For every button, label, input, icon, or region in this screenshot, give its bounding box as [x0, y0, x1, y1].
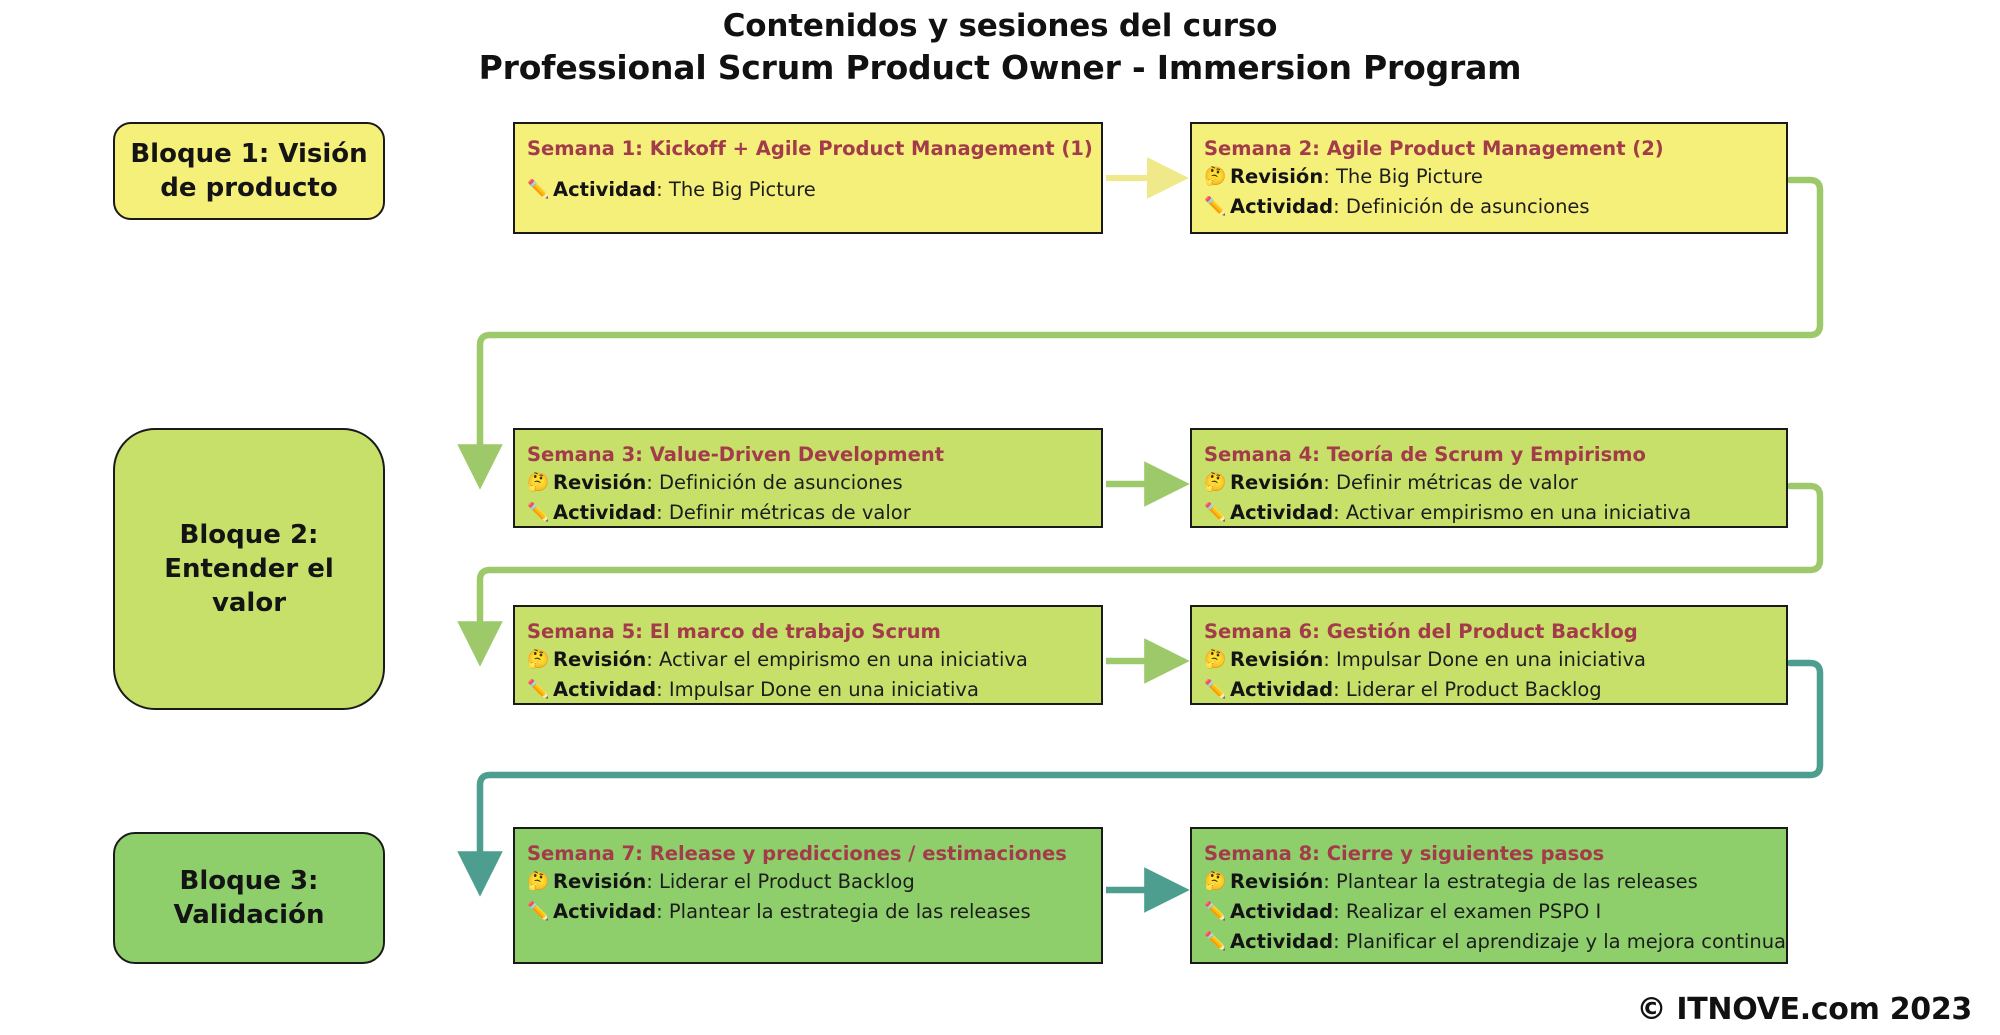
block-2-line-1: Bloque 2:: [179, 519, 319, 550]
pencil-icon: ✏️: [1204, 679, 1227, 701]
pencil-icon: ✏️: [527, 901, 550, 923]
week-title: Semana 3: Value-Driven Development: [527, 443, 945, 466]
week-title: Semana 5: El marco de trabajo Scrum: [527, 620, 941, 643]
line-text: : The Big Picture: [1323, 165, 1483, 189]
line-text: : Impulsar Done en una iniciativa: [1323, 648, 1646, 672]
block-2-line-2: Entender el: [164, 553, 334, 584]
thinking-face-icon: 🤔: [1204, 649, 1227, 671]
line-text: : Planificar el aprendizaje y la mejora …: [1333, 930, 1787, 954]
week-title: Semana 2: Agile Product Management (2): [1204, 137, 1664, 160]
week-line: ✏️ Actividad: Plantear la estrategia de …: [527, 899, 1089, 926]
block-3-line-1: Bloque 3:: [179, 865, 319, 896]
line-label: Actividad: [1230, 900, 1334, 924]
block-1-line-1: Bloque 1: Visión: [130, 138, 368, 169]
block-1-line-2: de producto: [160, 173, 338, 203]
week-line: ✏️ Actividad: The Big Picture: [527, 177, 1089, 204]
week-title: Semana 8: Cierre y siguientes pasos: [1204, 842, 1605, 865]
line-label: Revisión: [553, 471, 647, 495]
week-card-semana-4[interactable]: Semana 4: Teoría de Scrum y Empirismo 🤔 …: [1190, 428, 1788, 528]
pencil-icon: ✏️: [1204, 196, 1227, 218]
title-line-2: Professional Scrum Product Owner - Immer…: [478, 48, 1522, 87]
thinking-face-icon: 🤔: [1204, 871, 1227, 893]
week-title: Semana 4: Teoría de Scrum y Empirismo: [1204, 443, 1646, 466]
pencil-icon: ✏️: [527, 179, 550, 201]
line-label: Revisión: [1230, 165, 1324, 189]
line-label: Revisión: [1230, 648, 1324, 672]
line-text: : Realizar el examen PSPO I: [1333, 900, 1602, 924]
week-line: 🤔 Revisión: The Big Picture: [1204, 164, 1774, 191]
line-label: Actividad: [553, 501, 657, 525]
line-text: : Impulsar Done en una iniciativa: [656, 678, 979, 702]
line-label: Actividad: [1230, 501, 1334, 525]
thinking-face-icon: 🤔: [527, 472, 550, 494]
thinking-face-icon: 🤔: [527, 871, 550, 893]
line-label: Revisión: [1230, 870, 1324, 894]
week-line: ✏️ Actividad: Impulsar Done en una inici…: [527, 677, 1089, 704]
week-card-semana-8[interactable]: Semana 8: Cierre y siguientes pasos 🤔 Re…: [1190, 827, 1788, 964]
thinking-face-icon: 🤔: [1204, 166, 1227, 188]
week-line: ✏️ Actividad: Planificar el aprendizaje …: [1204, 929, 1786, 956]
week-line: 🤔 Revisión: Activar el empirismo en una …: [527, 647, 1089, 674]
line-text: : Definición de asunciones: [646, 471, 903, 495]
line-text: : Liderar el Product Backlog: [1333, 678, 1602, 702]
block-2-line-3: valor: [211, 588, 287, 619]
pencil-icon: ✏️: [527, 679, 550, 701]
week-line: 🤔 Revisión: Definición de asunciones: [527, 470, 1089, 497]
pencil-icon: ✏️: [1204, 901, 1227, 923]
week-title: Semana 6: Gestión del Product Backlog: [1204, 620, 1638, 643]
week-title: Semana 1: Kickoff + Agile Product Manage…: [527, 137, 1093, 160]
week-card-semana-1[interactable]: Semana 1: Kickoff + Agile Product Manage…: [513, 122, 1103, 234]
week-line: 🤔 Revisión: Liderar el Product Backlog: [527, 869, 1089, 896]
block-label-3: Bloque 3: Validación: [113, 832, 385, 964]
week-card-semana-2[interactable]: Semana 2: Agile Product Management (2) 🤔…: [1190, 122, 1788, 234]
block-label-1: Bloque 1: Visión de producto: [113, 122, 385, 220]
line-text: : Liderar el Product Backlog: [646, 870, 915, 894]
line-text: : Definir métricas de valor: [656, 501, 911, 525]
line-label: Actividad: [1230, 195, 1334, 219]
line-label: Actividad: [553, 900, 657, 924]
line-text: : Definición de asunciones: [1333, 195, 1590, 219]
line-text: : Activar empirismo en una iniciativa: [1333, 501, 1692, 525]
week-line: ✏️ Actividad: Definición de asunciones: [1204, 194, 1774, 221]
week-line: ✏️ Actividad: Realizar el examen PSPO I: [1204, 899, 1774, 926]
block-3-line-2: Validación: [173, 900, 325, 930]
thinking-face-icon: 🤔: [1204, 472, 1227, 494]
line-label: Actividad: [1230, 930, 1334, 954]
week-card-semana-5[interactable]: Semana 5: El marco de trabajo Scrum 🤔 Re…: [513, 605, 1103, 705]
pencil-icon: ✏️: [1204, 931, 1227, 953]
line-label: Revisión: [1230, 471, 1324, 495]
page-title: Contenidos y sesiones del curso Professi…: [0, 0, 2000, 90]
line-text: : Plantear la estrategia de las releases: [1323, 870, 1698, 894]
line-label: Actividad: [553, 178, 657, 202]
line-label: Revisión: [553, 870, 647, 894]
line-text: : Activar el empirismo en una iniciativa: [646, 648, 1028, 672]
week-line: ✏️ Actividad: Activar empirismo en una i…: [1204, 500, 1774, 527]
week-title: Semana 7: Release y predicciones / estim…: [527, 842, 1067, 865]
pencil-icon: ✏️: [1204, 502, 1227, 524]
line-text: : The Big Picture: [656, 178, 816, 202]
week-card-semana-6[interactable]: Semana 6: Gestión del Product Backlog 🤔 …: [1190, 605, 1788, 705]
line-label: Revisión: [553, 648, 647, 672]
week-line: 🤔 Revisión: Impulsar Done en una iniciat…: [1204, 647, 1774, 674]
week-line: 🤔 Revisión: Definir métricas de valor: [1204, 470, 1774, 497]
week-card-semana-3[interactable]: Semana 3: Value-Driven Development 🤔 Rev…: [513, 428, 1103, 528]
week-line: 🤔 Revisión: Plantear la estrategia de la…: [1204, 869, 1774, 896]
title-line-1: Contenidos y sesiones del curso: [722, 8, 1278, 44]
footer-copyright: © ITNOVE.com 2023: [1636, 992, 1973, 1027]
week-line: ✏️ Actividad: Definir métricas de valor: [527, 500, 1089, 527]
line-label: Actividad: [553, 678, 657, 702]
week-line: ✏️ Actividad: Liderar el Product Backlog: [1204, 677, 1774, 704]
block-label-2: Bloque 2: Entender el valor: [113, 428, 385, 710]
thinking-face-icon: 🤔: [527, 649, 550, 671]
week-card-semana-7[interactable]: Semana 7: Release y predicciones / estim…: [513, 827, 1103, 964]
line-text: : Plantear la estrategia de las releases: [656, 900, 1031, 924]
line-text: : Definir métricas de valor: [1323, 471, 1578, 495]
pencil-icon: ✏️: [527, 502, 550, 524]
line-label: Actividad: [1230, 678, 1334, 702]
